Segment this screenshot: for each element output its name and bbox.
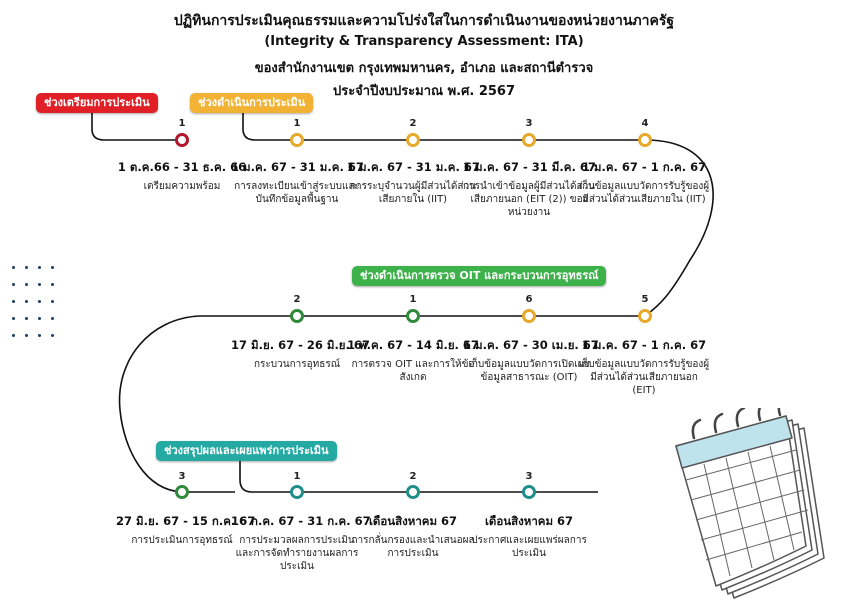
stage-card: 1 ม.ค. 67 - 31 ม.ค. 67 การลงทะเบียนเข้าส… <box>231 159 364 206</box>
stage-date: 1 ม.ค. 67 - 31 มี.ค. 67 <box>463 160 596 174</box>
stage-description: ประกาศและเผยแพร่ผลการประเมิน <box>471 535 587 559</box>
node-exec-2 <box>406 133 420 147</box>
step-number: 3 <box>178 471 186 482</box>
node-check-1 <box>406 309 420 323</box>
stage-date: 1 ม.ค. 67 - 31 ม.ค. 67 <box>231 160 364 174</box>
stage-description: การกลั่นกรองและนำเสนอผลการประเมิน <box>351 535 475 559</box>
stage-date: 1 ม.ค. 67 - 31 ม.ค. 67 <box>347 160 480 174</box>
stage-card: 1 ม.ค. 67 - 1 ก.ค. 67 เก็บข้อมูลแบบวัดกา… <box>578 337 710 397</box>
step-number: 2 <box>409 118 417 129</box>
phase-label-prep: ช่วงเตรียมการประเมิน <box>36 93 158 113</box>
stage-date: เดือนสิงหาคม 67 <box>484 514 574 528</box>
stage-description: การตรวจ OIT และการให้ข้อสังเกต <box>351 359 475 383</box>
node-exec-4 <box>638 133 652 147</box>
phase-label-check: ช่วงดำเนินการตรวจ OIT และกระบวนการอุทธรณ… <box>352 266 607 286</box>
stage-card: 1 ม.ค. 67 - 31 ม.ค. 67 การระบุจำนวนผู้มี… <box>347 159 480 206</box>
step-number: 5 <box>641 294 649 305</box>
page-subtitle-agencies: ของสำนักงานเขต กรุงเทพมหานคร, อำเภอ และส… <box>254 61 594 76</box>
connector-curve-right <box>644 139 714 317</box>
connector-prep <box>91 108 180 141</box>
stage-description: เตรียมความพร้อม <box>143 181 221 192</box>
step-number: 2 <box>409 471 417 482</box>
step-number: 6 <box>525 294 533 305</box>
step-number: 1 <box>178 118 186 129</box>
phase-label-exec: ช่วงดำเนินการประเมิน <box>190 93 314 113</box>
stage-description: การลงทะเบียนเข้าสู่ระบบและบันทึกข้อมูลพื… <box>234 181 360 205</box>
step-number: 3 <box>525 118 533 129</box>
stage-description: กระบวนการอุทธรณ์ <box>254 359 340 370</box>
node-summary-2 <box>406 485 420 499</box>
stage-card: 1 ม.ค. 67 - 30 เม.ย. 67 เก็บข้อมูลแบบวัด… <box>463 337 599 384</box>
stage-description: การประมวลผลการประเมิน และการจัดทำรายงานผ… <box>235 535 359 572</box>
stage-description: เก็บข้อมูลแบบวัดการเปิดเผยข้อมูลสาธารณะ … <box>468 359 590 383</box>
stage-date: 1 ม.ค. 67 - 30 เม.ย. 67 <box>463 338 599 352</box>
node-exec-6 <box>522 309 536 323</box>
step-number: 1 <box>409 294 417 305</box>
stage-card: 16 ก.ค. 67 - 31 ก.ค. 67 การประมวลผลการปร… <box>231 513 371 573</box>
phase-label-summary: ช่วงสรุปผลและเผยแพร่การประเมิน <box>156 441 337 461</box>
stage-card: 1 ม.ค. 67 - 31 มี.ค. 67 การนำเข้าข้อมูลผ… <box>463 159 596 219</box>
stage-date: 1 ม.ค. 67 - 1 ก.ค. 67 <box>581 338 707 352</box>
step-number: 1 <box>293 471 301 482</box>
stage-card: 1 ต.ค.66 - 31 ธ.ค. 66 เตรียมความพร้อม <box>116 159 248 193</box>
page-subtitle-english: (Integrity & Transparency Assessment: IT… <box>264 34 584 49</box>
stage-card: เดือนสิงหาคม 67 การกลั่นกรองและนำเสนอผลก… <box>347 513 479 560</box>
stage-date: เดือนสิงหาคม 67 <box>368 514 458 528</box>
stage-description: การนำเข้าข้อมูลผู้มีส่วนได้ส่วนเสียภายนอ… <box>463 181 596 218</box>
stage-description: เก็บข้อมูลแบบวัดการรับรู้ของผู้มีส่วนได้… <box>578 359 710 396</box>
connector-row1 <box>242 108 645 141</box>
stage-card: 17 มิ.ย. 67 - 26 มิ.ย. 67 กระบวนการอุทธร… <box>231 337 370 371</box>
node-check-2 <box>290 309 304 323</box>
node-summary-1 <box>290 485 304 499</box>
stage-description: เก็บข้อมูลแบบวัดการรับรู้ของผู้มีส่วนได้… <box>578 181 710 205</box>
stage-date: 1 ม.ค. 67 - 1 ก.ค. 67 <box>581 160 707 174</box>
step-number: 1 <box>293 118 301 129</box>
stage-description: การประเมินการอุทธรณ์ <box>131 535 233 546</box>
step-number: 4 <box>641 118 649 129</box>
step-number: 3 <box>525 471 533 482</box>
stage-date: 17 มิ.ย. 67 - 26 มิ.ย. 67 <box>231 338 370 352</box>
step-number: 2 <box>293 294 301 305</box>
stage-description: การระบุจำนวนผู้มีส่วนได้ส่วนเสียภายใน (I… <box>350 181 476 205</box>
node-prep-1 <box>175 133 189 147</box>
stage-date: 1 ต.ค.66 - 31 ธ.ค. 66 <box>117 160 247 174</box>
stage-card: 27 มิ.ย. 67 - 15 ก.ค. 67 การประเมินการอุ… <box>116 513 256 547</box>
node-exec-1 <box>290 133 304 147</box>
stage-card: เดือนสิงหาคม 67 ประกาศและเผยแพร่ผลการประ… <box>463 513 595 560</box>
stage-date: 27 มิ.ย. 67 - 15 ก.ค. 67 <box>116 514 256 528</box>
stage-date: 16 ก.ค. 67 - 31 ก.ค. 67 <box>231 514 371 528</box>
node-exec-5 <box>638 309 652 323</box>
stage-card: 1 ม.ค. 67 - 1 ก.ค. 67 เก็บข้อมูลแบบวัดกา… <box>578 159 710 206</box>
stage-card: 1 พ.ค. 67 - 14 มิ.ย. 67 การตรวจ OIT และก… <box>347 337 479 384</box>
node-summary-3 <box>522 485 536 499</box>
page-subtitle-fiscal-year: ประจำปีงบประมาณ พ.ศ. 2567 <box>332 84 516 99</box>
page-title: ปฏิทินการประเมินคุณธรรมและความโปร่งใสในก… <box>173 13 675 29</box>
calendar-icon <box>675 408 825 599</box>
stage-date: 1 พ.ค. 67 - 14 มิ.ย. 67 <box>347 338 479 352</box>
connector-curve-left <box>118 315 297 493</box>
node-exec-3 <box>522 133 536 147</box>
connector-summary <box>239 458 598 493</box>
node-check-3 <box>175 485 189 499</box>
